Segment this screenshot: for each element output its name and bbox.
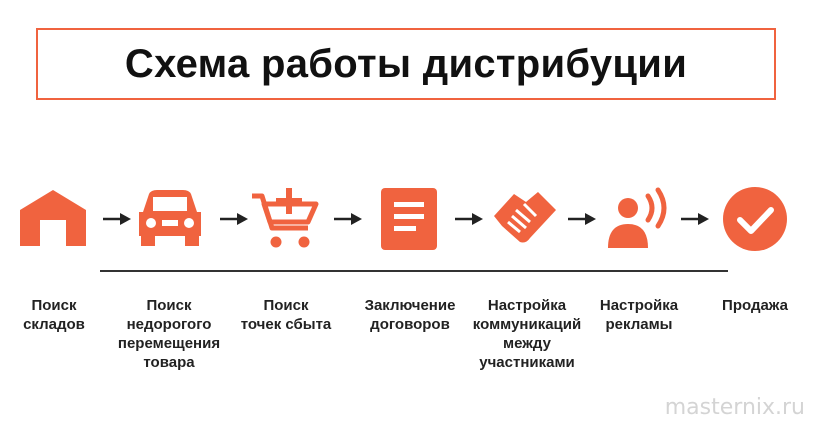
step-label-2: Поиск недорогого перемещения товара xyxy=(117,297,221,371)
step-label-1: Поиск складов xyxy=(23,297,85,333)
step-label-4: Заключение договоров xyxy=(364,297,456,333)
timeline-divider xyxy=(100,270,728,272)
arrow-icon xyxy=(680,212,710,226)
step-label-5: Настройка коммуникаций между участниками xyxy=(472,297,582,371)
step-label-3: Поиск точек сбыта xyxy=(240,297,332,333)
warehouse-icon xyxy=(18,186,88,252)
diagram-title: Схема работы дистрибуции xyxy=(124,41,688,86)
arrow-icon xyxy=(102,212,132,226)
arrow-icon xyxy=(454,212,484,226)
arrow-icon xyxy=(333,212,363,226)
check-circle-icon xyxy=(720,186,790,252)
watermark: masternix.ru xyxy=(664,395,805,420)
arrow-icon xyxy=(567,212,597,226)
person-broadcast-icon xyxy=(604,186,674,252)
document-icon xyxy=(374,186,444,252)
handshake-icon xyxy=(490,186,560,252)
title-frame: Схема работы дистрибуции xyxy=(36,28,776,100)
cart-plus-icon xyxy=(250,186,320,252)
car-icon xyxy=(135,186,205,252)
step-label-7: Продажа xyxy=(722,297,788,314)
step-label-6: Настройка рекламы xyxy=(599,297,679,333)
arrow-icon xyxy=(219,212,249,226)
